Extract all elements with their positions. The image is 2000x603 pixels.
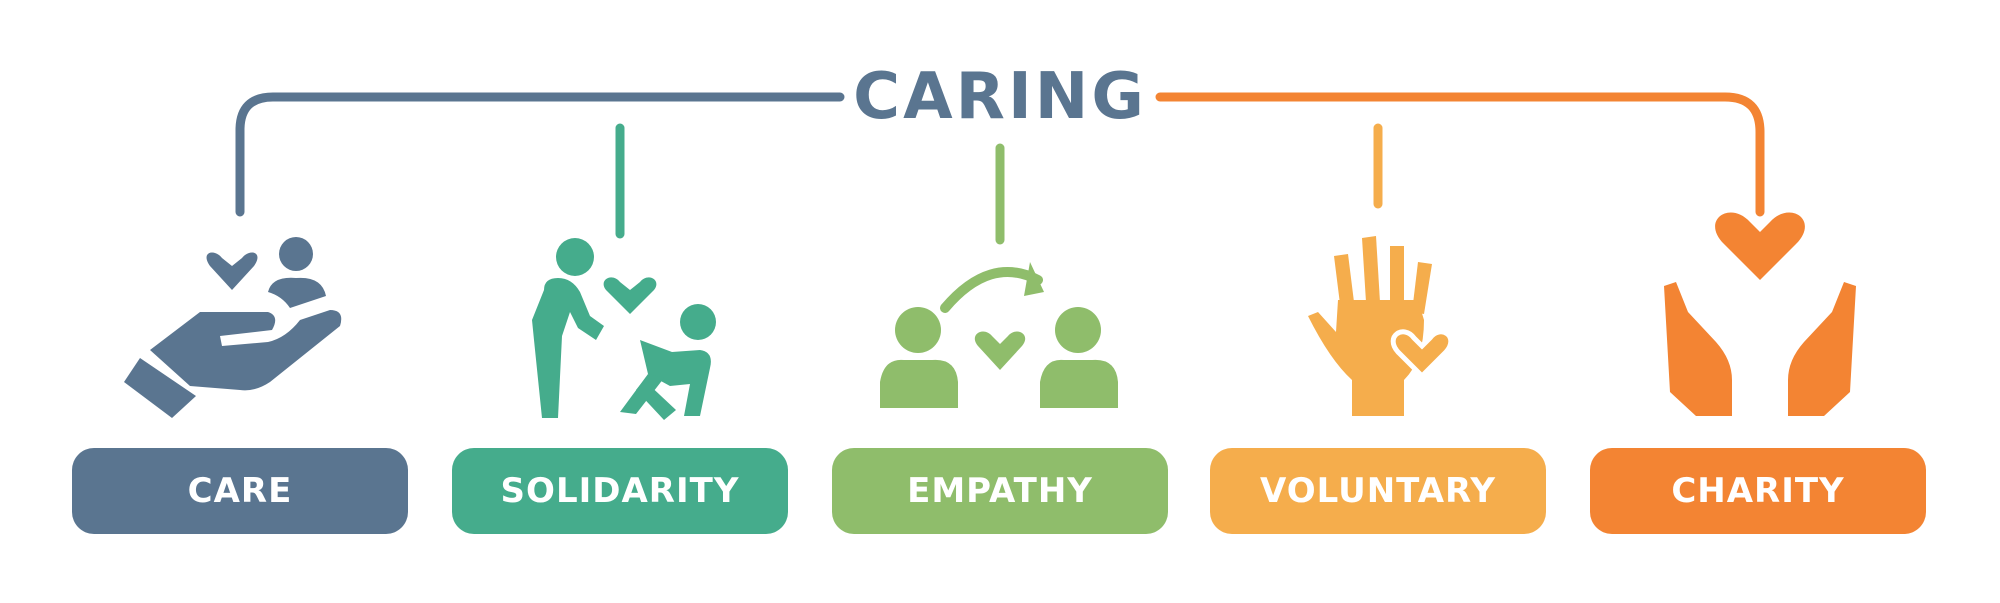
care-label: CARE [187,471,293,511]
hands-holding-heart-icon [1664,212,1856,416]
helping-fallen-person-icon [532,238,716,420]
connector-charity [1155,92,1765,217]
solidarity-label: SOLIDARITY [500,471,740,511]
empathy-label-box: EMPATHY [832,448,1168,534]
raised-hand-heart-icon [1308,236,1454,416]
voluntary-label: VOLUNTARY [1260,471,1496,511]
diagram-title: CARING [853,60,1147,134]
hand-holding-heart-person-icon [124,237,342,418]
care-label-box: CARE [72,448,408,534]
two-people-heart-exchange-icon [880,262,1118,408]
connector-care [235,92,845,217]
empathy-label: EMPATHY [907,471,1093,511]
charity-label-box: CHARITY [1590,448,1926,534]
solidarity-label-box: SOLIDARITY [452,448,788,534]
voluntary-label-box: VOLUNTARY [1210,448,1546,534]
charity-label: CHARITY [1671,471,1845,511]
